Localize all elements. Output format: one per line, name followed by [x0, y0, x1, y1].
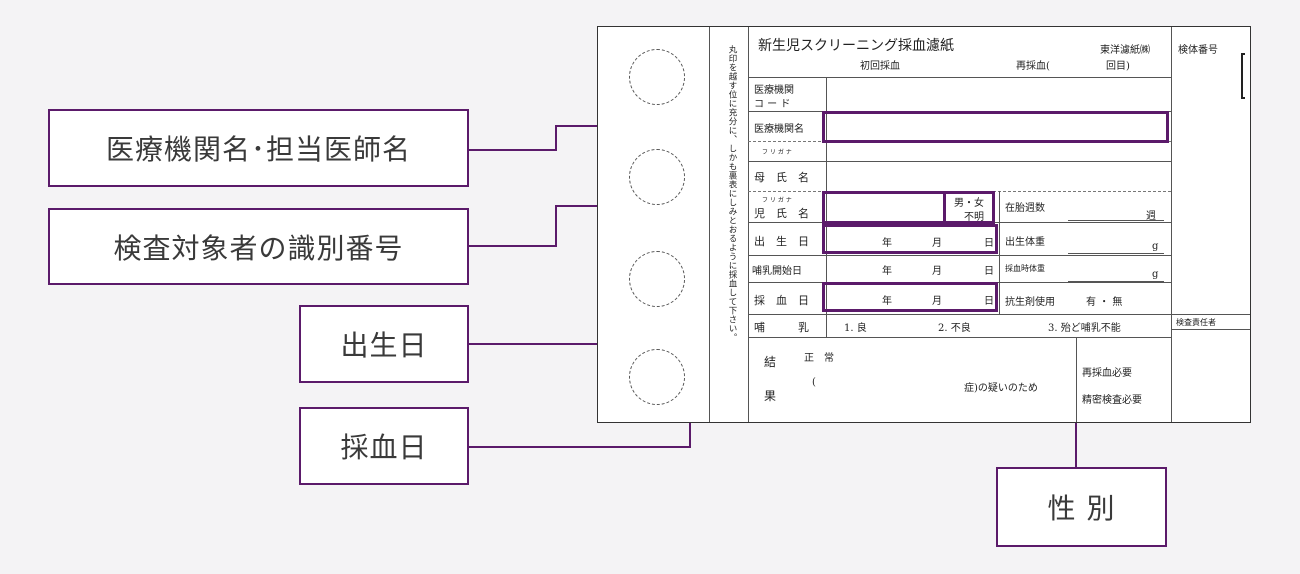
specimen-number-label: 検体番号 — [1178, 45, 1218, 56]
collection-weight-underline — [1068, 281, 1164, 282]
feeding-month: 月 — [932, 266, 942, 277]
blood-spot-circle-4 — [629, 349, 685, 405]
row-line-8 — [748, 314, 1171, 315]
divider-result-column — [1076, 337, 1077, 422]
callout-birth-date-label: 出生日 — [340, 329, 428, 362]
result-normal: 正 常 — [804, 353, 834, 364]
callout-collection-date: 採血日 — [299, 407, 469, 485]
callout-sex-label: 性 別 — [1047, 492, 1116, 525]
collection-weight-unit: g — [1152, 269, 1159, 280]
feeding-option-good: 1. 良 — [844, 323, 867, 334]
highlight-child-name — [822, 191, 946, 224]
blood-spot-circle-1 — [629, 49, 685, 105]
collection-day: 日 — [984, 296, 994, 307]
result-label-1: 結 — [764, 355, 777, 369]
antibiotic-options: 有 ・ 無 — [1086, 297, 1123, 308]
recollection-needed: 再採血必要 — [1082, 368, 1132, 379]
mother-name-label: 母 氏 名 — [754, 171, 809, 184]
sex-unknown: 不明 — [964, 212, 984, 223]
blood-spot-circle-3 — [629, 251, 685, 307]
divider-label-column — [826, 77, 827, 337]
birth-month: 月 — [932, 238, 942, 249]
result-label-2: 果 — [764, 389, 777, 403]
divider-examiner-bottom — [1171, 329, 1250, 330]
birth-date-label: 出 生 日 — [754, 235, 809, 248]
screening-filter-paper-form: 丸印を越す位に充分に、しかも裏表にしみとおるように採血して下さい。 新生児スクリ… — [597, 26, 1251, 423]
gestational-weeks-underline — [1068, 220, 1164, 221]
feeding-start-label: 哺乳開始日 — [752, 266, 802, 277]
feeding-option-unable: 3. 殆ど哺乳不能 — [1048, 323, 1121, 334]
callout-sex: 性 別 — [996, 467, 1167, 547]
collection-month: 月 — [932, 296, 942, 307]
row-line-9 — [748, 337, 1171, 338]
callout-birth-date: 出生日 — [299, 305, 469, 383]
result-suspected: 症)の疑いのため — [964, 383, 1038, 394]
highlight-institution-name — [822, 111, 1169, 143]
feeding-year: 年 — [882, 266, 892, 277]
highlight-birth-date — [822, 224, 998, 254]
examiner-label: 検査責任者 — [1176, 318, 1216, 327]
row-line-3 — [748, 161, 1171, 162]
antibiotic-label: 抗生剤使用 — [1005, 297, 1055, 308]
collection-instruction: 丸印を越す位に充分に、しかも裏表にしみとおるように採血して下さい。 — [727, 45, 737, 342]
highlight-collection-date — [822, 282, 998, 312]
highlight-sex — [943, 191, 995, 224]
callout-institution: 医療機関名･担当医師名 — [48, 109, 469, 187]
collection-year: 年 — [882, 296, 892, 307]
birth-weight-label: 出生体重 — [1005, 237, 1045, 248]
feeding-label: 哺 乳 — [754, 321, 809, 334]
result-paren: ( — [812, 377, 816, 388]
maker-name: 東洋濾紙㈱ — [1100, 45, 1150, 56]
recollection-label: 再採血( — [1016, 61, 1050, 72]
divider-note — [748, 27, 749, 422]
form-title: 新生児スクリーニング採血濾紙 — [758, 38, 954, 54]
divider-right-column — [1171, 27, 1172, 422]
specimen-bracket — [1241, 53, 1245, 99]
callout-institution-label: 医療機関名･担当医師名 — [105, 133, 411, 166]
furigana-label-1: フ リ ガ ナ — [762, 149, 792, 156]
feeding-day: 日 — [984, 266, 994, 277]
row-line-0 — [748, 77, 1171, 78]
gestational-weeks-unit: 週 — [1146, 211, 1156, 222]
blood-spot-circle-2 — [629, 149, 685, 205]
callout-collection-date-label: 採血日 — [340, 431, 428, 464]
inst-code-label-1: 医療機関 — [754, 85, 794, 96]
collection-date-label: 採 血 日 — [754, 294, 809, 307]
sex-options: 男・女 — [954, 198, 984, 209]
divider-examiner-top — [1171, 314, 1250, 315]
recollection-count-label: 回目) — [1106, 61, 1130, 72]
birth-year: 年 — [882, 238, 892, 249]
birth-weight-unit: g — [1152, 241, 1159, 252]
gestational-weeks-label: 在胎週数 — [1005, 203, 1045, 214]
birth-day: 日 — [984, 238, 994, 249]
detailed-exam-needed: 精密検査必要 — [1082, 395, 1142, 406]
birth-weight-underline — [1068, 253, 1164, 254]
divider-info-column — [999, 191, 1000, 314]
callout-subject-id: 検査対象者の識別番号 — [48, 208, 469, 285]
inst-code-label-2: コ ー ド — [754, 99, 791, 110]
row-line-6 — [748, 255, 1171, 256]
furigana-label-2: フ リ ガ ナ — [762, 197, 792, 204]
child-name-label: 児 氏 名 — [754, 207, 809, 220]
callout-subject-id-label: 検査対象者の識別番号 — [113, 231, 404, 265]
collection-weight-label: 採血時体重 — [1005, 264, 1045, 273]
feeding-option-poor: 2. 不良 — [938, 323, 971, 334]
divider-circles — [709, 27, 710, 422]
first-collection-label: 初回採血 — [860, 61, 900, 72]
inst-name-label: 医療機関名 — [754, 124, 804, 135]
